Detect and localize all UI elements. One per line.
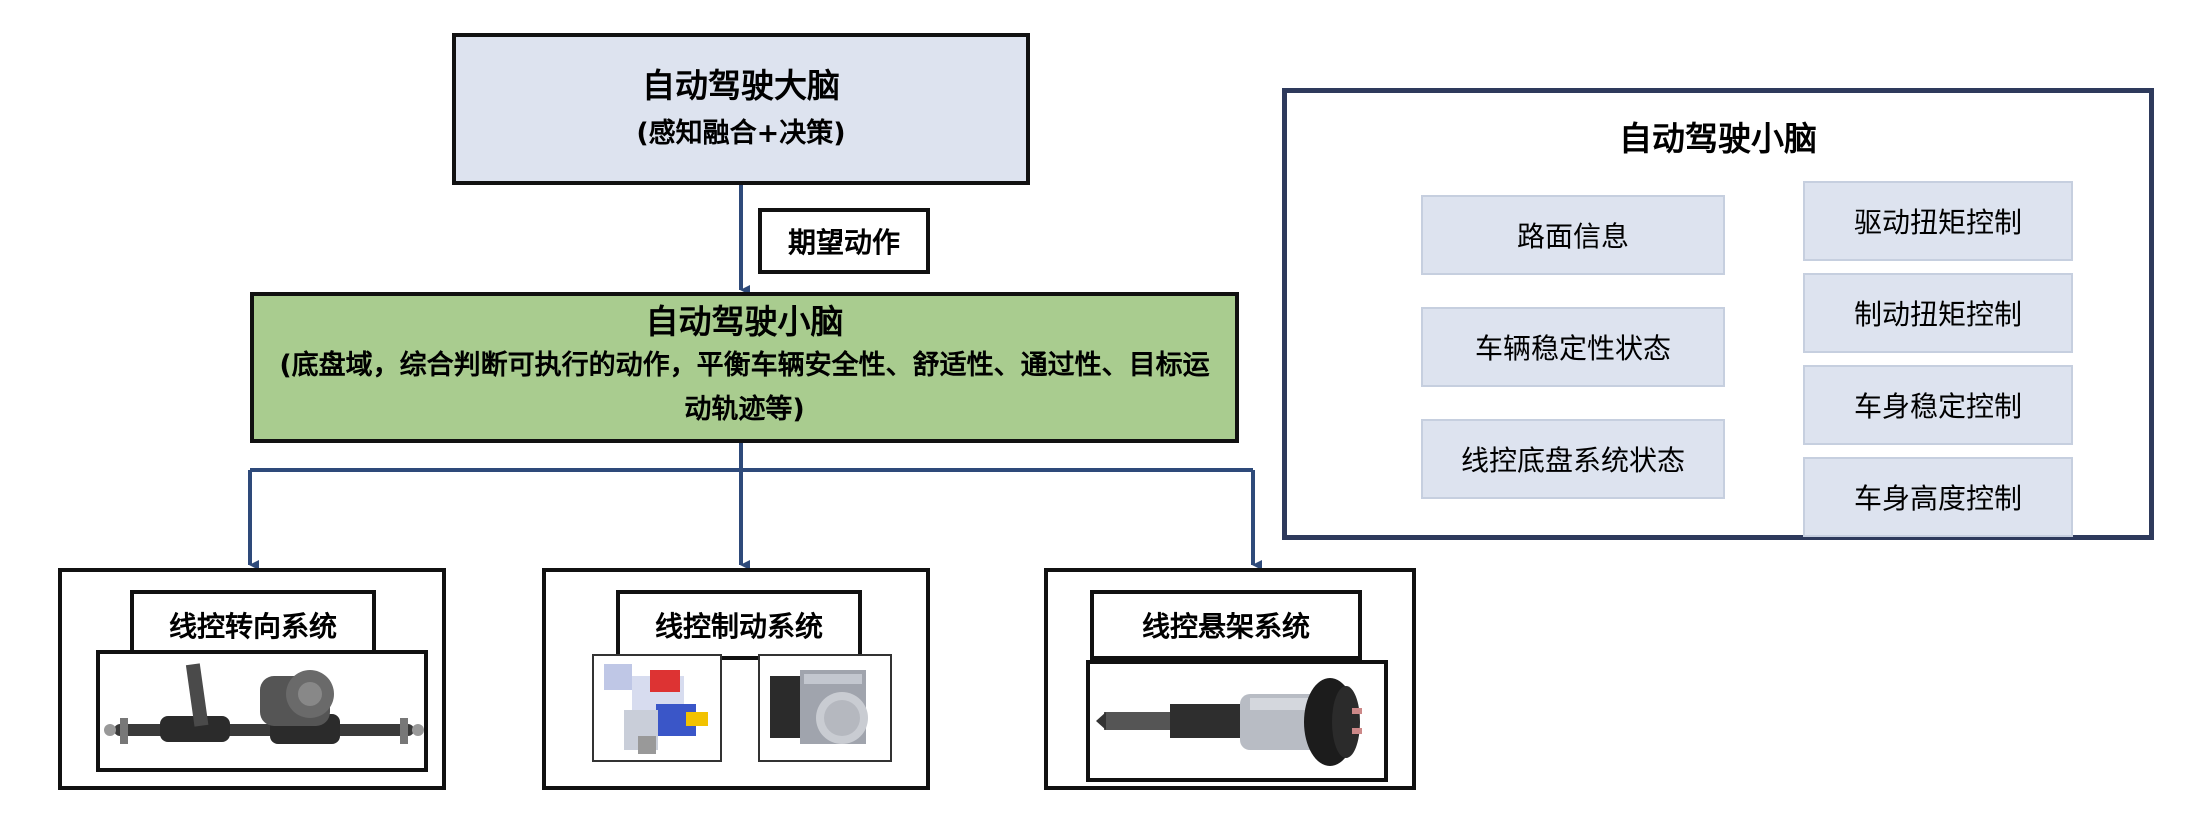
steering-rack-image <box>96 650 428 772</box>
suspension-system-label: 线控悬架系统 <box>1090 590 1362 660</box>
panel-output-body-height: 车身高度控制 <box>1803 457 2073 537</box>
cerebellum-title: 自动驾驶小脑 <box>645 301 844 341</box>
arrow-label-box: 期望动作 <box>758 208 930 274</box>
panel-output-drive-torque: 驱动扭矩控制 <box>1803 181 2073 261</box>
panel-output-body-stability: 车身稳定控制 <box>1803 365 2073 445</box>
brake-abs-unit-image <box>758 654 892 762</box>
brake-booster-image <box>592 654 722 762</box>
panel-output-brake-torque: 制动扭矩控制 <box>1803 273 2073 353</box>
cerebellum-box: 自动驾驶小脑 (底盘域，综合判断可执行的动作，平衡车辆安全性、舒适性、通过性、目… <box>250 292 1239 443</box>
brake-system-box: 线控制动系统 <box>542 568 930 790</box>
brain-subtitle: (感知融合+决策) <box>636 118 846 149</box>
panel-input-chassis-status: 线控底盘系统状态 <box>1421 419 1725 499</box>
panel-input-road-info: 路面信息 <box>1421 195 1725 275</box>
brain-title: 自动驾驶大脑 <box>642 66 840 105</box>
cerebellum-description: (底盘域，综合判断可执行的动作，平衡车辆安全性、舒适性、通过性、目标运动轨迹等) <box>279 349 1210 425</box>
air-spring-image <box>1086 660 1388 782</box>
panel-input-vehicle-stability: 车辆稳定性状态 <box>1421 307 1725 387</box>
panel-title: 自动驾驶小脑 <box>1619 119 1817 158</box>
steering-system-box: 线控转向系统 <box>58 568 446 790</box>
brain-box: 自动驾驶大脑 (感知融合+决策) <box>452 33 1030 185</box>
cerebellum-detail-panel: 自动驾驶小脑 路面信息 车辆稳定性状态 线控底盘系统状态 驱动扭矩控制 制动扭矩… <box>1282 88 2154 540</box>
suspension-system-box: 线控悬架系统 <box>1044 568 1416 790</box>
brake-system-label: 线控制动系统 <box>616 590 862 660</box>
